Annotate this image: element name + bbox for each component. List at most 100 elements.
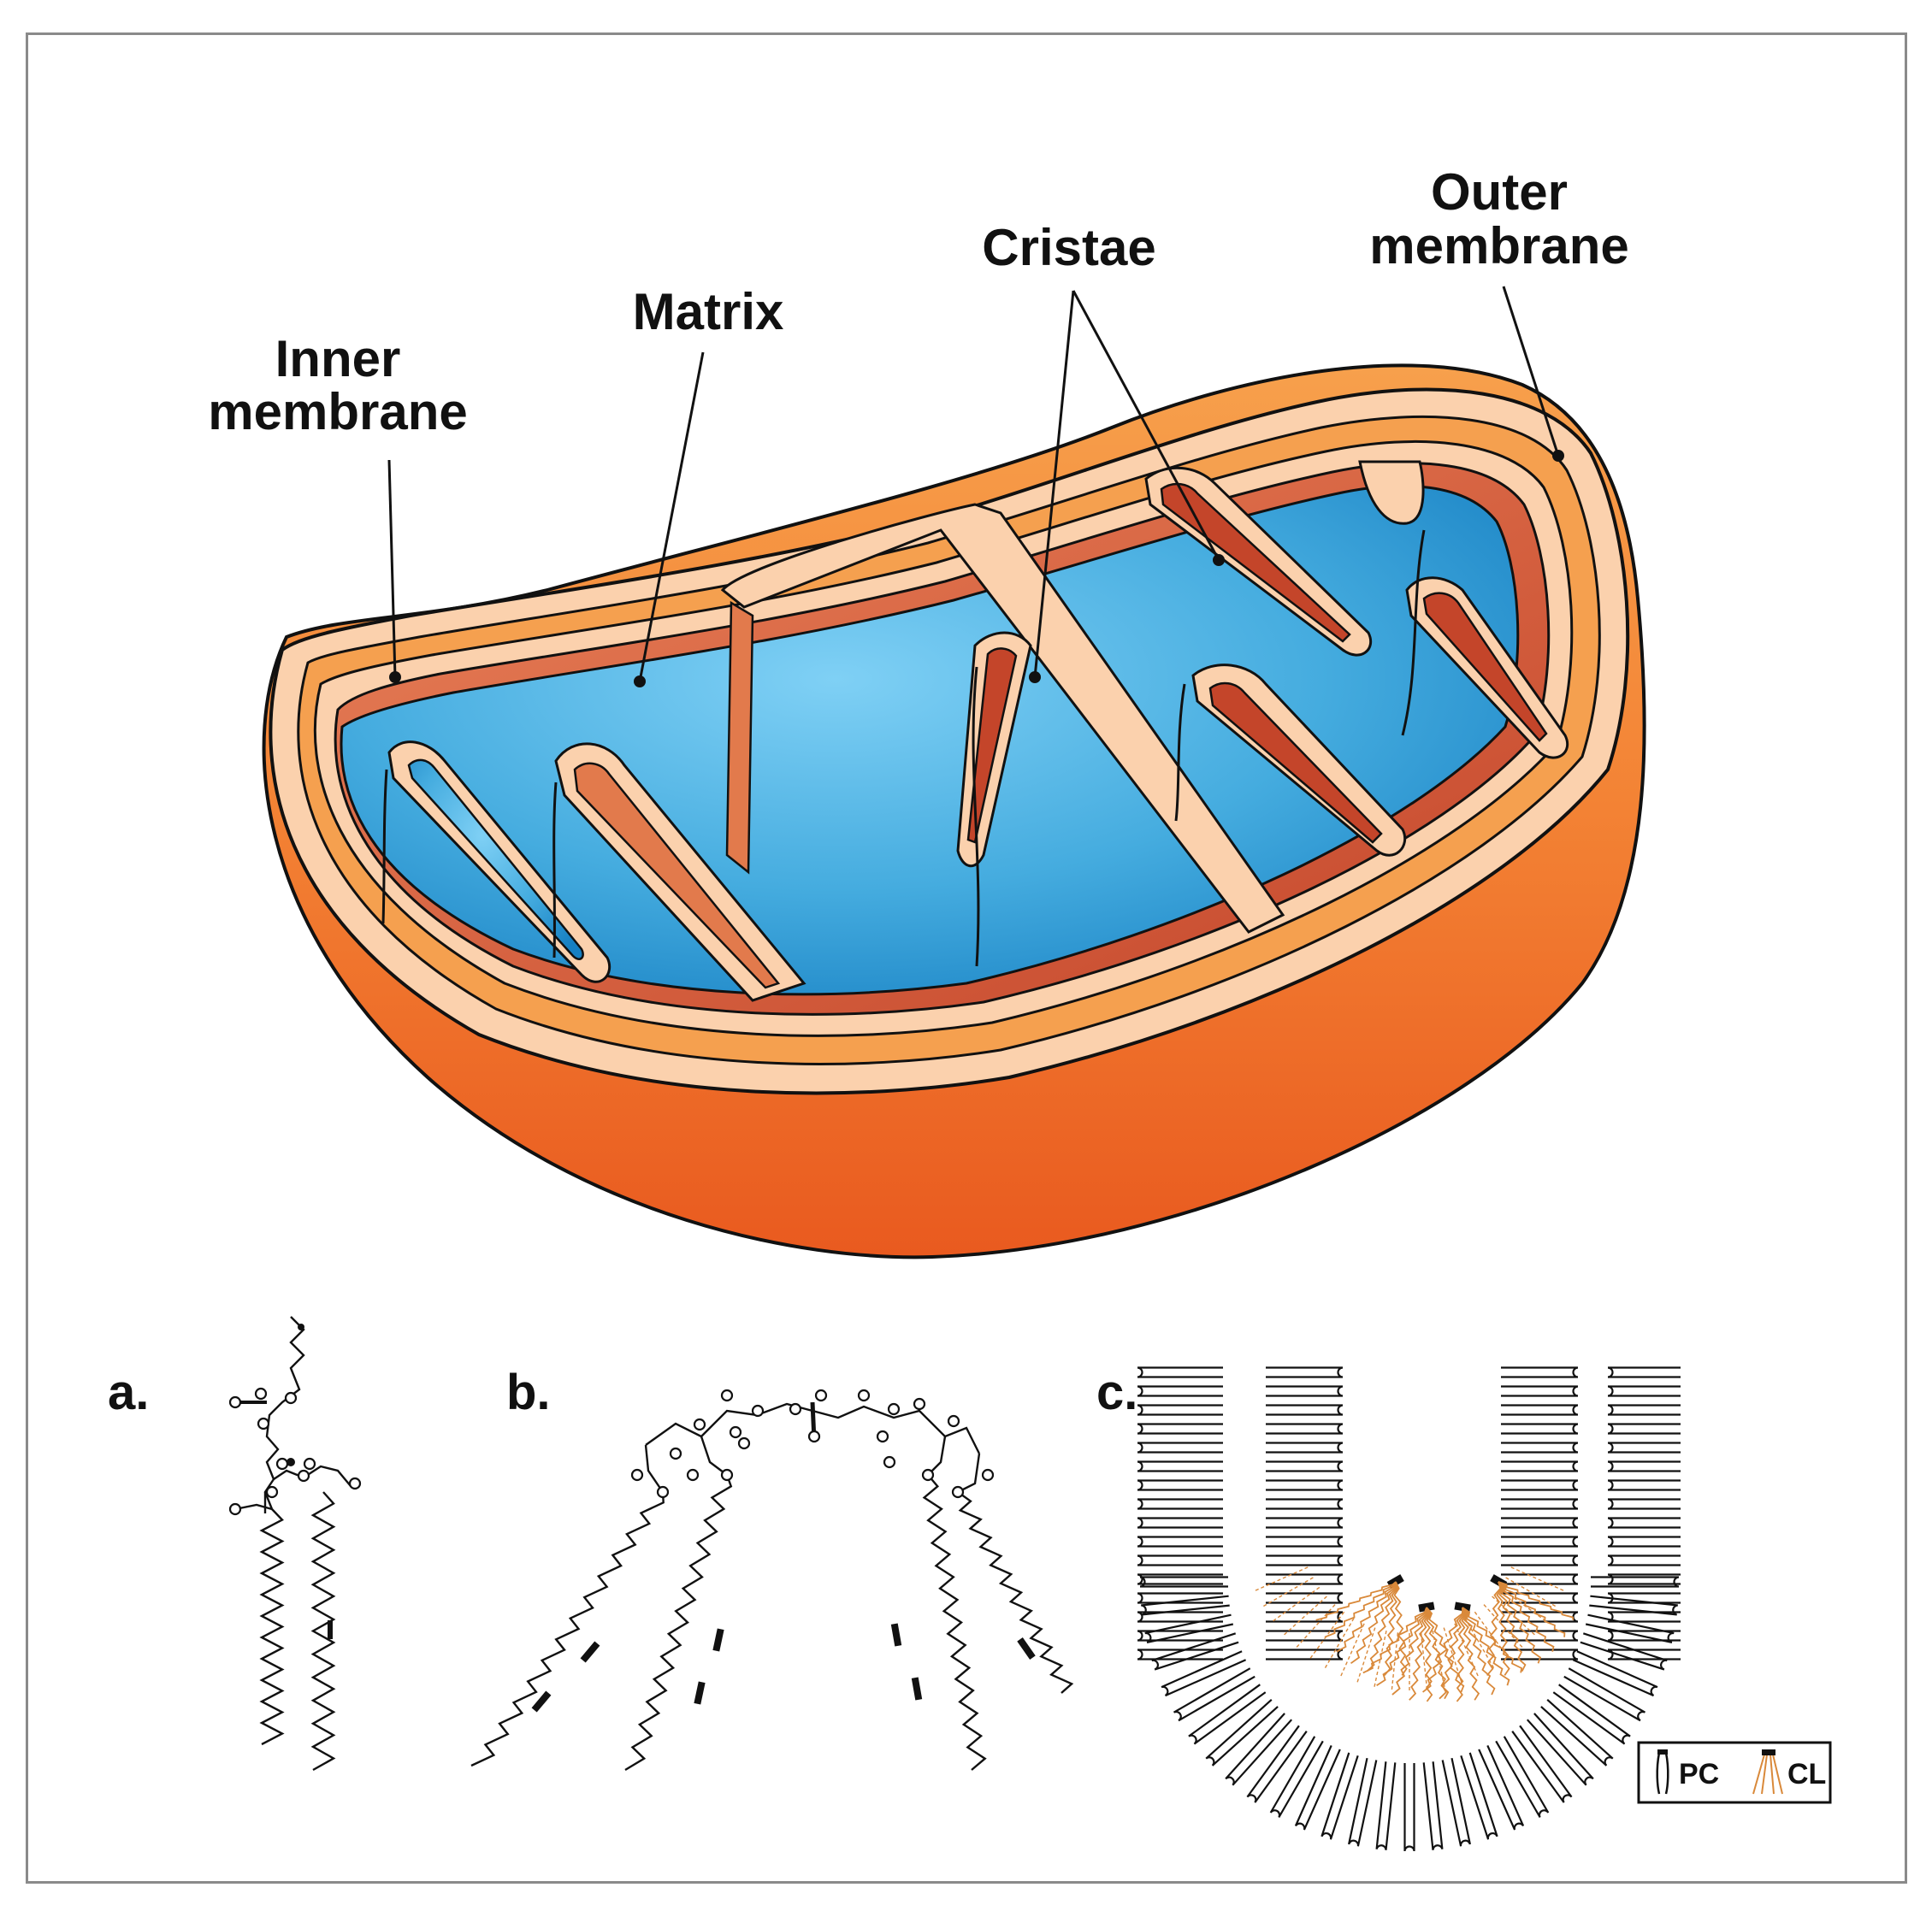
pc-lipid [1607,1630,1681,1642]
oxygen-atom [693,1418,706,1431]
pc-cl-legend: PC CL [1637,1741,1832,1804]
cl-acyl-chain [1376,1607,1427,1686]
cl-acyl-chain [1498,1581,1527,1672]
pc-lipid [1607,1479,1681,1491]
pc-lipid [1137,1366,1223,1378]
cl-acyl-chain [1384,1581,1399,1676]
pc-lipid [1269,1736,1324,1819]
pc-lipid [1580,1632,1668,1671]
cl-acyl-chain [1462,1607,1523,1673]
oxygen-atom [887,1402,901,1416]
cl-acyl-chain [1462,1607,1496,1696]
oxygen-atom [857,1389,871,1402]
pc-lipid [1205,1698,1279,1767]
oxygen-atom [751,1404,765,1418]
pc-lipid [1563,1667,1646,1722]
cl-acyl-chain [1498,1581,1542,1664]
oxygen-atom [348,1477,362,1490]
pc-lipid [1552,1684,1631,1745]
oxygen-atom [284,1391,298,1405]
pc-lipid [1266,1592,1344,1604]
oxygen-atom [257,1417,270,1430]
matrix-leader [638,351,705,682]
pc-lipid [1137,1649,1223,1660]
pc-lipid [1266,1517,1344,1529]
pc-lipid [1501,1366,1579,1378]
matrix-label: Matrix [633,283,784,340]
panel-c-bilayer-curvature [1137,1366,1681,1852]
pc-lipid [1137,1423,1223,1435]
oxygen-atom [254,1387,268,1401]
crista-fold-4 [956,631,1032,967]
pc-lipid [1266,1611,1344,1623]
oxygen-atom [656,1485,670,1499]
double-bond [1017,1637,1036,1660]
double-bond [580,1641,600,1663]
cardiolipin-acyl-chain [470,1491,665,1767]
pc-lipid [1266,1460,1344,1472]
pc-lipid [1501,1630,1579,1642]
cristae-dot-1 [1213,554,1225,566]
double-bond [694,1681,706,1705]
cl-acyl-chain [1486,1581,1502,1676]
pc-lipid [1246,1725,1308,1803]
cl-inner-chain [1281,1596,1327,1637]
pc-lipid [1607,1536,1681,1548]
inner-membrane-label-line1: Inner [275,330,401,387]
cl-inner-chain [1323,1618,1355,1671]
pc-lipid [1266,1442,1344,1454]
pc-lipid [1501,1479,1579,1491]
cardiolipin-acyl-chain [922,1474,987,1771]
crista-fold-3 [720,503,1285,934]
cl-inner-chain [1420,1632,1428,1692]
cl-acyl-chain [1423,1607,1433,1702]
pc-lipid [1460,1752,1498,1840]
crista-fold-6 [1144,466,1373,657]
pc-lipid [1266,1366,1344,1378]
pc-lipid [1403,1763,1415,1852]
pc-lipid [1501,1573,1579,1585]
outer-membrane-leader [1502,286,1560,457]
pc-lipid [1526,1713,1594,1786]
pc-lipid [1607,1498,1681,1510]
pc-lipid [1137,1573,1223,1585]
cl-inner-chain [1454,1623,1480,1678]
cristae-leader-2 [1033,290,1075,678]
pc-lipid [1501,1517,1579,1529]
cl-acyl-chain [1366,1581,1397,1672]
oxygen-atom [981,1468,995,1482]
crista-fold-2 [552,742,806,1002]
cl-inner-chain [1391,1632,1399,1692]
cl-inner-chain [1356,1627,1376,1685]
pc-lipid [1607,1366,1681,1378]
pc-lipid [1501,1554,1579,1566]
pc-lipid [1266,1649,1344,1660]
cl-inner-chain [1308,1611,1345,1661]
pc-lipid [1540,1698,1614,1767]
oxygen-atom [669,1447,682,1460]
double-bond [531,1690,552,1713]
oxygen-atom [265,1485,279,1499]
oxygen-atom [947,1414,960,1428]
cristae-leader-1 [1072,290,1220,561]
pc-lipid [1137,1404,1223,1416]
pc-lipid [1501,1592,1579,1604]
pc-lipid [1607,1573,1681,1585]
double-bond [328,1620,333,1639]
pc-lipid [1161,1650,1247,1697]
outer-membrane-label-line2: membrane [1369,217,1628,274]
cl-acyl-chain [1362,1607,1427,1674]
pc-lipid [1501,1442,1579,1454]
cl-inner-chain [1474,1611,1511,1661]
inner-membrane-label: Inner membrane [208,330,467,440]
cl-legend-label: CL [1787,1758,1826,1790]
pc-lipid [1607,1517,1681,1529]
cl-inner-chain [1373,1631,1387,1690]
panel-c-letter: c. [1096,1365,1137,1420]
oxygen-atom [876,1430,889,1443]
oxygen-atom [814,1389,828,1402]
cl-inner-chain [1253,1566,1309,1592]
oxygen-atom [228,1395,242,1409]
cl-inner-chain [1294,1604,1336,1650]
pc-lipid [1501,1649,1579,1660]
